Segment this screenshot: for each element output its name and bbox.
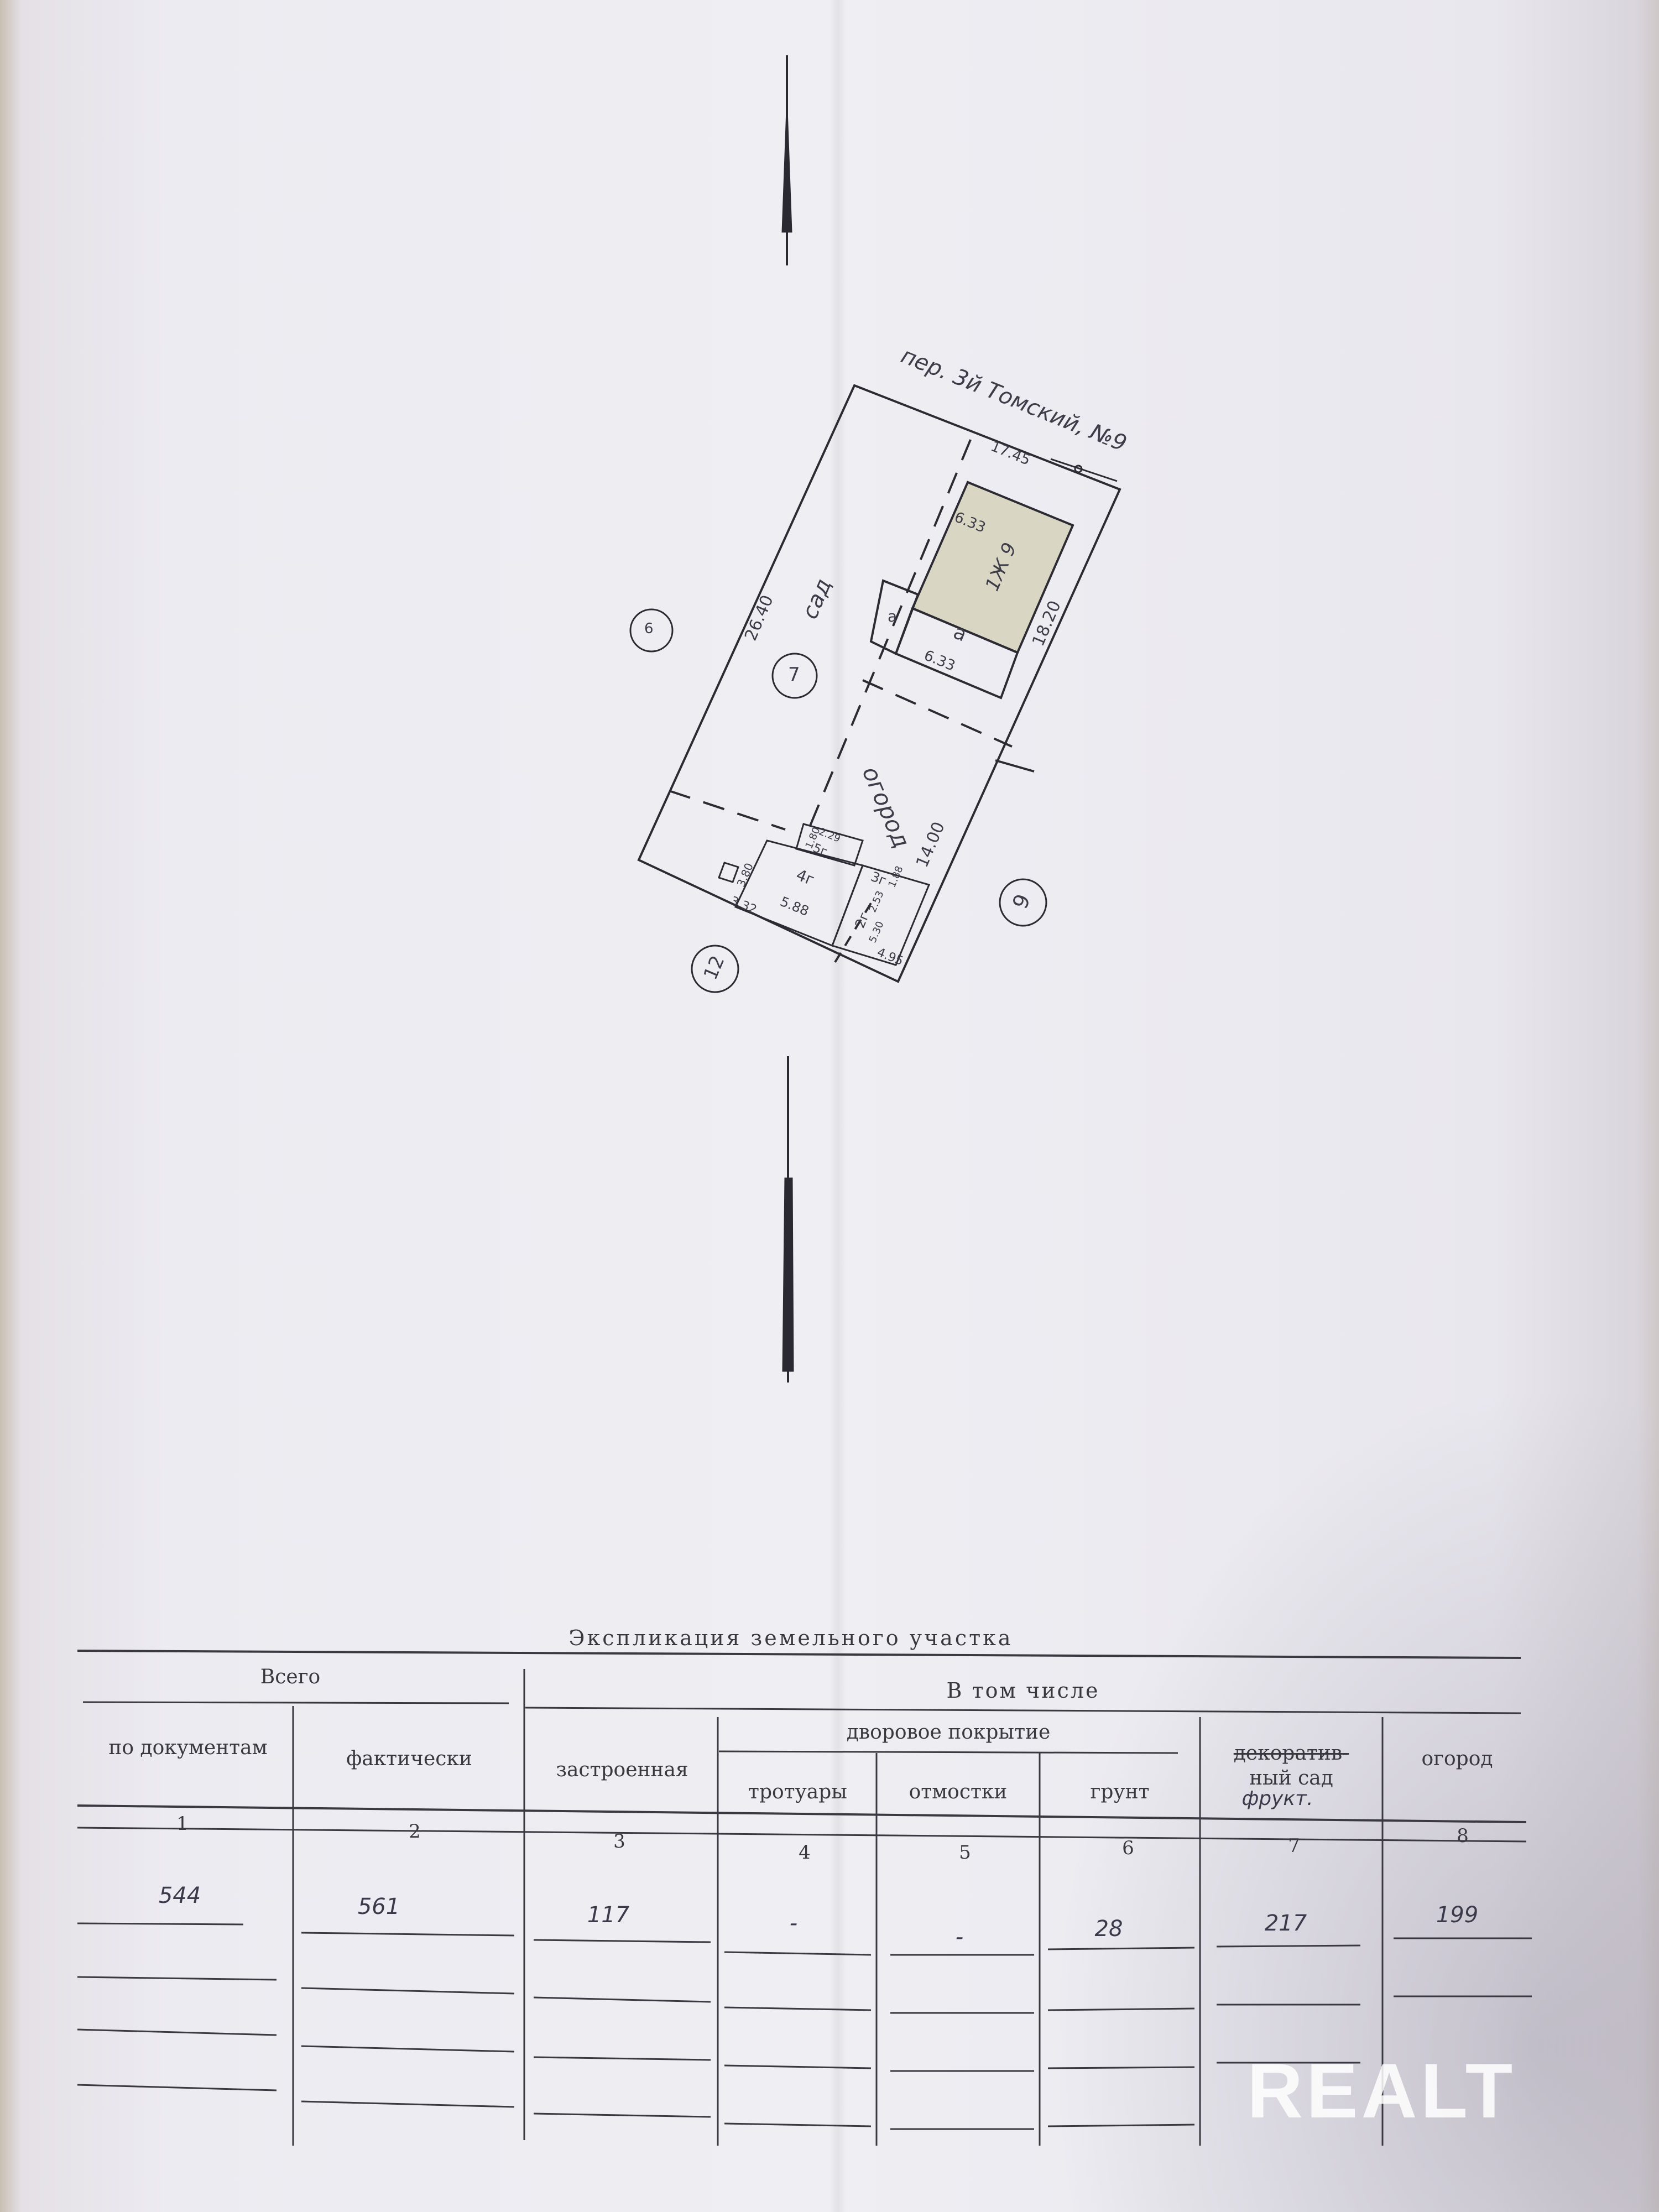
- value-ground: 28: [1094, 1916, 1123, 1942]
- col-ground: грунт: [1090, 1781, 1150, 1803]
- col-number-2: 2: [409, 1820, 421, 1843]
- north-arrow-bottom: [782, 1056, 794, 1383]
- col-built-up: застроенная: [556, 1759, 688, 1781]
- value-built-up: 117: [587, 1902, 630, 1928]
- table-title: Экспликация земельного участка: [568, 1626, 1013, 1650]
- neighbor-7-label: 7: [788, 664, 800, 686]
- col-number-7: 7: [1288, 1835, 1300, 1857]
- neighbor-circles: [629, 608, 1047, 993]
- porch-label: a: [888, 607, 898, 625]
- col-blind-area: отмостки: [909, 1781, 1008, 1803]
- house-building: [869, 481, 1074, 700]
- col-number-1: 1: [176, 1813, 189, 1835]
- col-number-6: 6: [1122, 1837, 1134, 1859]
- col-number-3: 3: [613, 1830, 625, 1853]
- col-actual: фактически: [346, 1747, 472, 1770]
- col-number-5: 5: [959, 1841, 971, 1864]
- col-number-8: 8: [1457, 1825, 1469, 1847]
- street-dim-marker: [1050, 458, 1118, 482]
- value-blind-area: -: [955, 1924, 964, 1950]
- paper-fold: [830, 0, 846, 2212]
- header-including: В том числе: [946, 1678, 1100, 1703]
- north-arrow-top: [781, 55, 792, 265]
- col-by-documents: по документам: [108, 1736, 268, 1759]
- col-decorative-handwritten: фрукт.: [1241, 1787, 1313, 1810]
- header-total: Всего: [260, 1666, 321, 1688]
- value-vegetable-garden: 199: [1436, 1902, 1479, 1928]
- col-decorative-struck: декоратив-: [1233, 1742, 1349, 1765]
- plot-boundary: [637, 384, 1121, 983]
- header-yard-cover: дворовое покрытие: [846, 1721, 1051, 1744]
- value-actual: 561: [357, 1894, 400, 1919]
- value-sidewalks: -: [789, 1911, 798, 1936]
- explication-table-lines: [77, 1650, 1532, 2146]
- outbuildings: [718, 823, 931, 966]
- value-decorative-garden: 217: [1264, 1911, 1307, 1936]
- col-sidewalks: тротуары: [748, 1781, 847, 1803]
- neighbor-6-label: 6: [644, 620, 654, 637]
- value-by-documents: 544: [158, 1883, 201, 1908]
- col-decorative-garden: ный сад: [1249, 1767, 1333, 1790]
- realt-watermark-logo: REALT: [1247, 2047, 1516, 2134]
- col-vegetable-garden: огород: [1421, 1747, 1493, 1770]
- paper-shadow: [1051, 1383, 1659, 2212]
- col-number-4: 4: [799, 1841, 811, 1864]
